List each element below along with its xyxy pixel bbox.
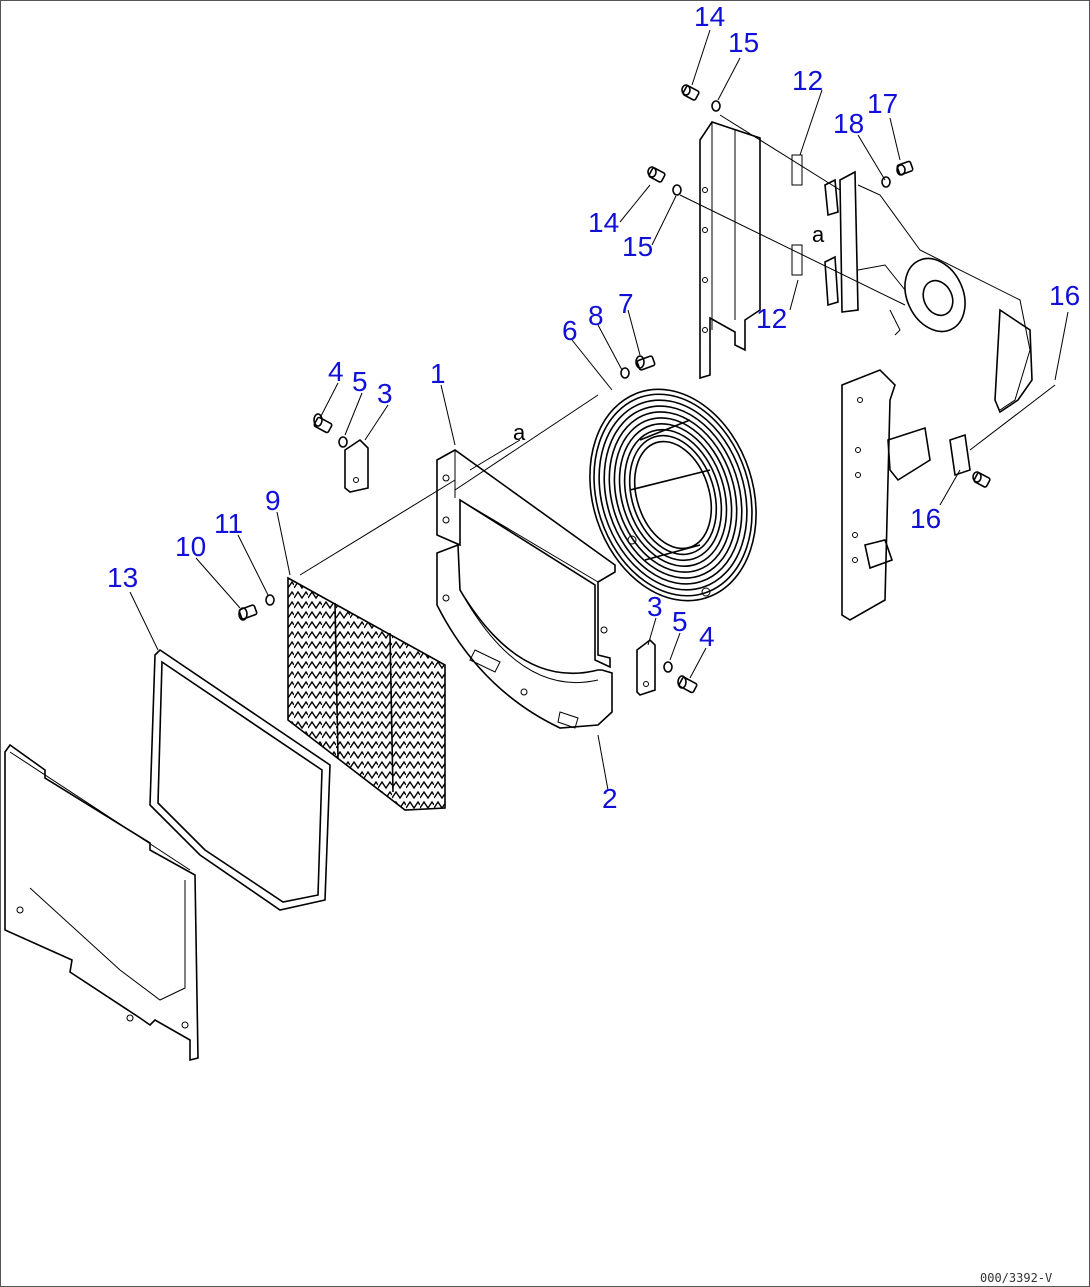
bolt-7	[635, 355, 656, 371]
bolt-17	[896, 160, 914, 176]
bolt-4-upper	[313, 413, 333, 434]
callout-2: 2	[602, 783, 618, 814]
screen-grille	[287, 576, 446, 811]
callout-5-upper: 5	[352, 366, 368, 397]
callout-9: 9	[265, 485, 281, 516]
callout-14-upper: 14	[694, 1, 725, 32]
leader-lines	[129, 29, 1069, 791]
washer-15-upper	[711, 100, 721, 112]
washer-18	[881, 176, 891, 188]
callout-18: 18	[833, 108, 864, 139]
callout-16-lower: 16	[910, 503, 941, 534]
callout-7: 7	[618, 288, 634, 319]
hinge-bracket	[824, 170, 1033, 414]
callout-4-lower: 4	[699, 621, 715, 652]
callout-5-lower: 5	[672, 606, 688, 637]
bolt-16-lower	[972, 471, 991, 488]
callout-15-upper: 15	[728, 27, 759, 58]
callout-1: 1	[430, 358, 446, 389]
bolt-10	[238, 604, 258, 621]
reference-a-left: a	[513, 420, 526, 445]
washer-8	[620, 367, 630, 379]
fan-shroud-upper	[436, 449, 616, 669]
bolt-14-upper	[681, 84, 700, 101]
callout-13: 13	[107, 562, 138, 593]
callout-12-lower: 12	[756, 303, 787, 334]
mounting-panel	[841, 369, 971, 621]
callout-12-upper: 12	[792, 65, 823, 96]
callout-labels: 1 2 3 3 4 4 5 5 6 7 8 9 10 11 12 12 13 1…	[107, 1, 1080, 814]
bracket-3-lower	[636, 638, 656, 696]
callout-15-mid: 15	[622, 231, 653, 262]
support-plate	[699, 121, 803, 380]
callout-17: 17	[867, 88, 898, 119]
washer-5-lower	[663, 661, 673, 673]
reference-a-right: a	[812, 222, 825, 247]
bracket-3-upper	[344, 438, 369, 493]
drawing-code: 000/3392-V	[980, 1271, 1052, 1285]
callout-3-lower: 3	[647, 591, 663, 622]
callout-3-upper: 3	[377, 378, 393, 409]
bolt-14-mid	[647, 166, 666, 183]
cover-panel	[4, 743, 199, 1062]
washer-15-mid	[672, 184, 682, 196]
callout-6: 6	[562, 315, 578, 346]
callout-11: 11	[214, 508, 243, 539]
washer-11	[265, 594, 275, 606]
callout-16-upper: 16	[1049, 280, 1080, 311]
bolt-4-lower	[677, 675, 698, 694]
gasket-seal	[149, 648, 331, 911]
fan-guard	[589, 388, 757, 602]
callout-8: 8	[588, 300, 604, 331]
fan-shroud-lower	[436, 543, 613, 729]
callout-14-mid: 14	[588, 207, 619, 238]
washer-5-upper	[338, 436, 348, 448]
callout-10: 10	[175, 531, 206, 562]
callout-4-upper: 4	[328, 356, 344, 387]
